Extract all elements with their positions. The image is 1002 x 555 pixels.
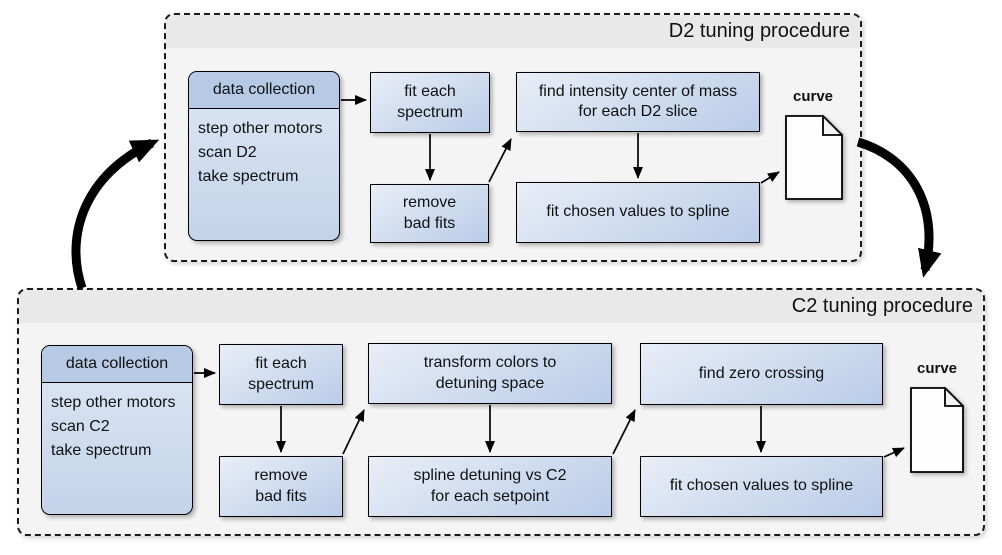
c2-node-fit-spline: fit chosen values to spline [640,456,883,517]
d2-curve-label: curve [792,88,834,105]
d2-node-find-center-of-mass: find intensity center of mass for each D… [516,72,760,132]
d2-procedure-title: D2 tuning procedure [166,15,860,48]
d2-data-collection-header: data collection [189,72,339,109]
d2-data-collection-node: data collection step other motors scan D… [188,71,340,241]
c2-node-fit-each-spectrum: fit each spectrum [219,344,343,405]
c2-data-collection-node: data collection step other motors scan C… [41,345,193,515]
c2-node-remove-bad-fits: remove bad fits [219,456,343,517]
c2-curve-label: curve [916,360,958,377]
c2-node-spline-detuning: spline detuning vs C2 for each setpoint [368,456,612,517]
c2-procedure-title: C2 tuning procedure [19,290,983,323]
c2-data-collection-steps: step other motors scan C2 take spectrum [51,394,176,459]
c2-curve-document-icon [910,385,966,478]
c2-data-collection-header: data collection [42,346,192,383]
arrow-d2-to-c2 [856,137,942,278]
d2-node-remove-bad-fits: remove bad fits [370,184,489,243]
arrow-c2-to-d2 [71,138,160,290]
d2-node-fit-each-spectrum: fit each spectrum [370,72,490,133]
c2-node-transform-colors: transform colors to detuning space [368,343,612,404]
d2-curve-document-icon [785,113,845,205]
d2-node-fit-spline: fit chosen values to spline [516,182,760,243]
c2-node-find-zero-crossing: find zero crossing [640,343,883,405]
d2-data-collection-steps: step other motors scan D2 take spectrum [198,120,323,185]
